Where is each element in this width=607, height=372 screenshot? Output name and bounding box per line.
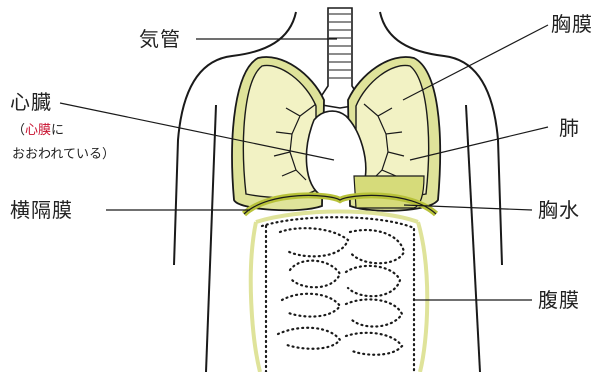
pleura-label: 胸膜 [551, 14, 593, 34]
pericardium-paren: （ [12, 123, 25, 138]
peritoneum-label: 腹膜 [538, 290, 580, 310]
pericardium-particle: に [51, 123, 64, 138]
pericardium-note: （心膜に [12, 124, 64, 137]
diaphragm-label: 横隔膜 [10, 200, 73, 220]
pericardium-term: 心膜 [25, 123, 51, 138]
heart-label: 心臓 [10, 92, 52, 112]
lung-label: 肺 [559, 118, 580, 138]
pleura-line [403, 25, 548, 100]
intestines [262, 217, 414, 372]
pericardium-note-2: おおわれている） [12, 148, 115, 161]
effusion-label: 胸水 [538, 200, 580, 220]
trachea-label: 気管 [139, 29, 181, 49]
